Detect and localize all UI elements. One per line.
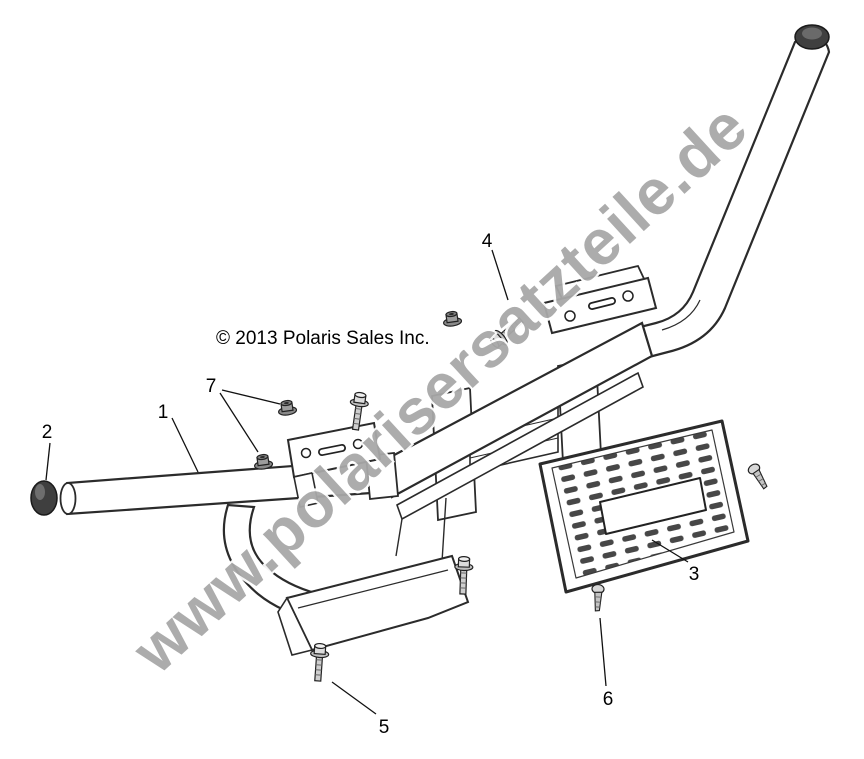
bottom-plate xyxy=(277,554,470,656)
right-tube-end-cap xyxy=(794,24,830,50)
callout-5: 5 xyxy=(379,717,390,738)
callout-6: 6 xyxy=(603,689,614,710)
copyright-text: © 2013 Polaris Sales Inc. xyxy=(216,328,430,349)
grille-insert-part3 xyxy=(538,419,750,594)
leader-1 xyxy=(171,417,199,473)
leader-3 xyxy=(651,539,689,563)
leader-5 xyxy=(331,681,377,715)
tube-end-cap-part2 xyxy=(30,480,58,516)
left-junction xyxy=(365,452,399,500)
flange-nut-part7-b xyxy=(252,452,274,471)
hex-bolt-part4 xyxy=(486,312,528,352)
screw-grille xyxy=(745,461,771,492)
callout-4: 4 xyxy=(482,231,493,252)
callout-1: 1 xyxy=(158,402,169,423)
callout-2: 2 xyxy=(42,422,53,443)
leader-2 xyxy=(45,442,51,481)
lower-frame-rail xyxy=(395,371,644,563)
leader-7a xyxy=(221,389,281,405)
leader-lines xyxy=(45,249,689,715)
top-mount-bracket xyxy=(542,264,658,335)
flange-nut-part7-a xyxy=(276,398,298,417)
flange-nut-top xyxy=(441,309,463,328)
left-mount-bracket xyxy=(286,421,382,508)
leader-6 xyxy=(599,617,607,687)
right-upright-tube xyxy=(638,35,831,359)
callout-3: 3 xyxy=(689,564,700,585)
callout-7: 7 xyxy=(206,376,217,397)
leader-7b xyxy=(219,392,259,453)
leader-4 xyxy=(491,249,509,301)
screw-part6 xyxy=(590,583,605,612)
